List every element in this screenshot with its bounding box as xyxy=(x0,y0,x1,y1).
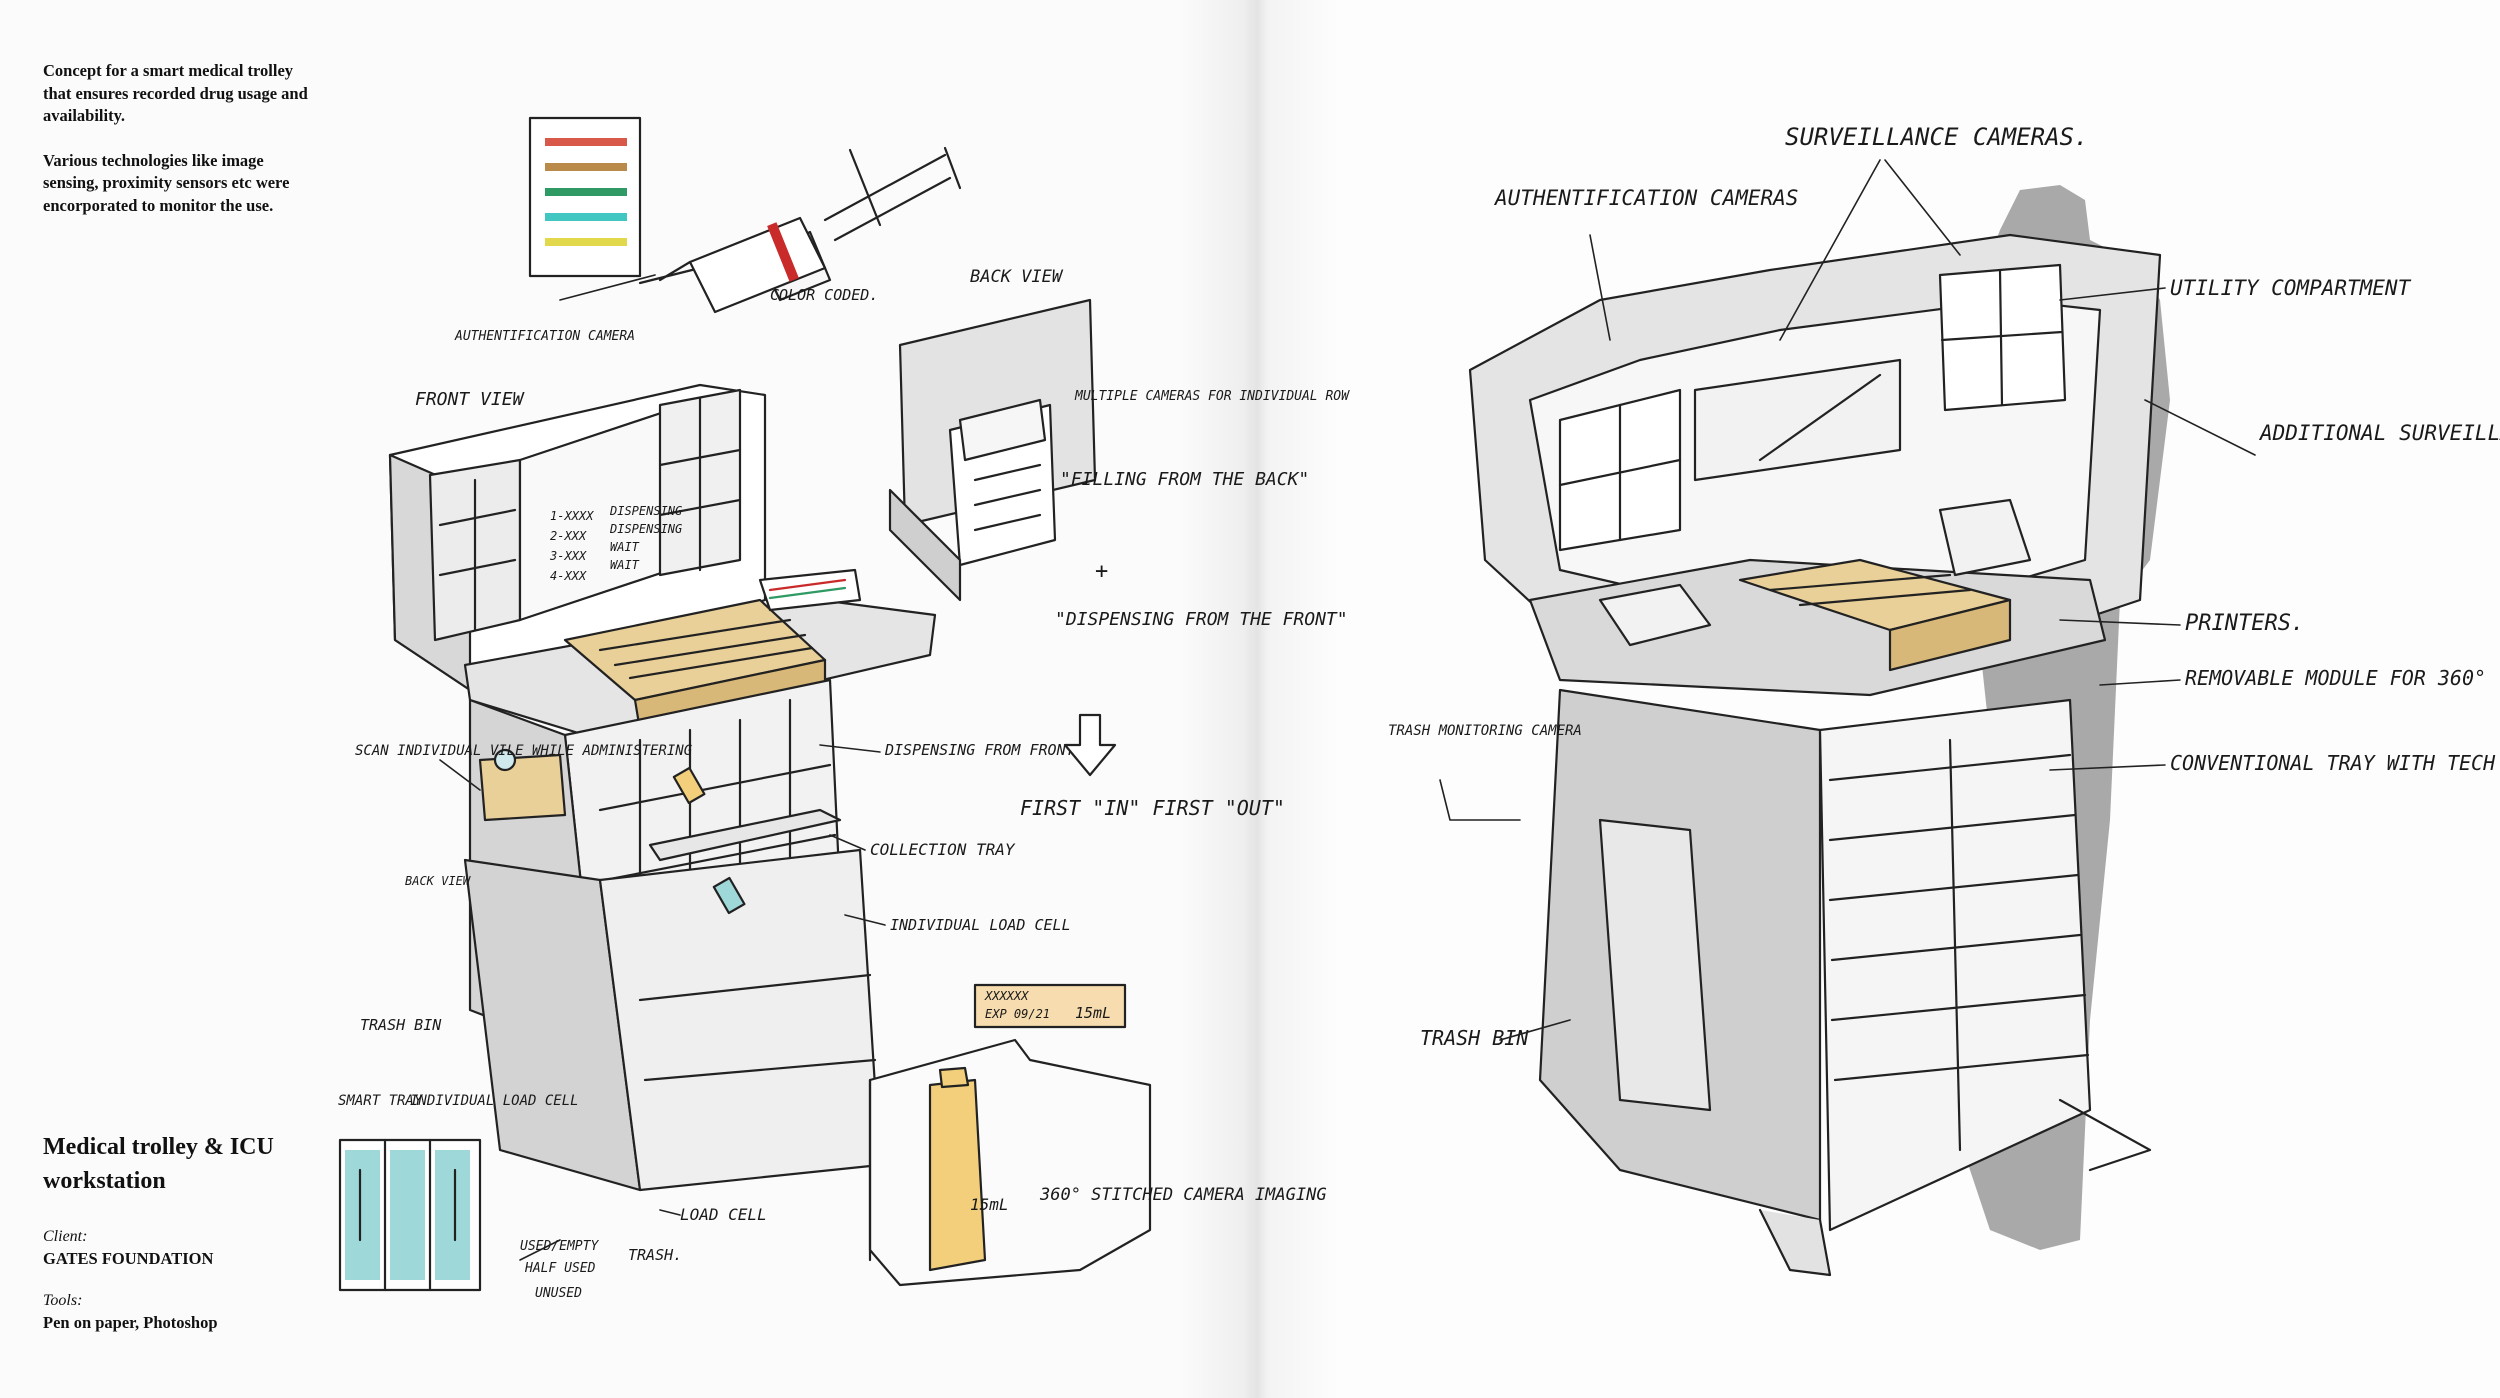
tag-volume: 15mL xyxy=(1075,1004,1111,1022)
tools-value: Pen on paper, Photoshop xyxy=(43,1313,218,1332)
half-used-label: HALF USED xyxy=(524,1261,596,1276)
smart-tray-label: SMART TRAY xyxy=(338,1093,424,1109)
load-cell-label: LOAD CELL xyxy=(680,1205,767,1224)
client-label: Client: xyxy=(43,1228,88,1245)
scan-vile-label: SCAN INDIVIDUAL VILE WHILE ADMINISTERING xyxy=(355,743,693,759)
dispensing-label: "DISPENSING FROM THE FRONT" xyxy=(1055,609,1348,630)
screen-status-1: DISPENSING xyxy=(609,504,682,518)
individual-load-cell-label: INDIVIDUAL LOAD CELL xyxy=(890,916,1071,934)
tools-label: Tools: xyxy=(43,1292,83,1309)
intro-text: Concept for a smart medical trolley that… xyxy=(43,60,313,239)
screen-status-4: WAIT xyxy=(610,558,640,572)
smart-tray-sketch: SMART TRAY INDIVIDUAL LOAD CELL USED/EMP… xyxy=(338,1093,682,1301)
back-view-sketch xyxy=(888,298,1097,602)
screen-item-1: 1-XXXX xyxy=(550,509,594,523)
color-swatch-card xyxy=(528,116,642,278)
project-info: Medical trolley & ICU workstation Client… xyxy=(43,1130,303,1354)
intro-paragraph-2: Various technologies like image sensing,… xyxy=(43,150,290,215)
camera-imaging-label: 360° STITCHED CAMERA IMAGING xyxy=(1039,1185,1327,1205)
screen-item-2: 2-XXX xyxy=(550,529,587,543)
trash-bin-left-label: TRASH BIN xyxy=(360,1016,442,1034)
used-empty-label: USED/EMPTY xyxy=(520,1239,599,1254)
surveillance-cameras-label: SURVEILLANCE CAMERAS. xyxy=(1785,123,2088,151)
project-title: Medical trolley & ICU workstation xyxy=(43,1134,274,1194)
trash-monitoring-label: TRASH MONITORING CAMERA xyxy=(1388,723,1582,739)
screen-item-4: 4-XXX xyxy=(550,569,587,583)
screen-status-2: DISPENSING xyxy=(609,522,682,536)
multiple-cameras-label: MULTIPLE CAMERAS FOR INDIVIDUAL ROW xyxy=(1074,389,1350,404)
plus-label: + xyxy=(1095,559,1108,584)
utility-compartment-label: UTILITY COMPARTMENT xyxy=(2170,276,2412,300)
removable-module-label: REMOVABLE MODULE FOR 360° VILE IMAGING xyxy=(2185,666,2500,690)
conventional-tray-label: CONVENTIONAL TRAY WITH TECH MODIFICATION xyxy=(2170,751,2500,775)
back-view-small-label: BACK VIEW xyxy=(405,874,472,888)
printers-label: PRINTERS. xyxy=(2185,611,2304,636)
unused-label: UNUSED xyxy=(535,1286,582,1301)
back-view-label: BACK VIEW xyxy=(970,267,1064,287)
filling-label: "FILLING FROM THE BACK" xyxy=(1060,469,1309,490)
collection-tray-label: COLLECTION TRAY xyxy=(870,840,1016,859)
screen-status-3: WAIT xyxy=(610,540,640,554)
first-in-first-out-label: FIRST "IN" FIRST "OUT" xyxy=(1020,796,1285,820)
smart-tray-load-cell-label: INDIVIDUAL LOAD CELL xyxy=(410,1093,579,1109)
additional-cameras-label: ADDITIONAL SURVEILLANCE CAMERAS ON BOTH … xyxy=(2258,421,2500,445)
trash-bin-right-label: TRASH BIN xyxy=(1420,1026,1529,1050)
tag-line-1: XXXXXX xyxy=(984,989,1029,1003)
syringe-sketch: COLOR CODED. xyxy=(559,146,962,314)
syringe-label: COLOR CODED. xyxy=(770,286,878,304)
front-view-trolley xyxy=(388,383,937,1192)
workstation-sketch xyxy=(1468,233,2162,1277)
screen-item-3: 3-XXX xyxy=(549,549,587,563)
client-value: GATES FOUNDATION xyxy=(43,1249,214,1268)
dispensing-front-label: DISPENSING FROM FRONT xyxy=(884,741,1076,759)
vial-volume-label: 15mL xyxy=(970,1195,1009,1214)
auth-cameras-label: AUTHENTIFICATION CAMERAS xyxy=(1493,186,1798,210)
intro-paragraph-1: Concept for a smart medical trolley that… xyxy=(43,61,308,125)
auth-camera-label: AUTHENTIFICATION CAMERA xyxy=(454,329,635,344)
tag-line-2: EXP 09/21 xyxy=(985,1007,1050,1021)
front-view-label: FRONT VIEW xyxy=(415,389,526,410)
trash-label: TRASH. xyxy=(628,1246,682,1264)
vial-imaging-module: 15mL XXXXXX EXP 09/21 15mL 360° STITCHED… xyxy=(868,983,1327,1287)
front-view-screen-list: 1-XXXX 2-XXX 3-XXX 4-XXX DISPENSING DISP… xyxy=(549,504,682,583)
